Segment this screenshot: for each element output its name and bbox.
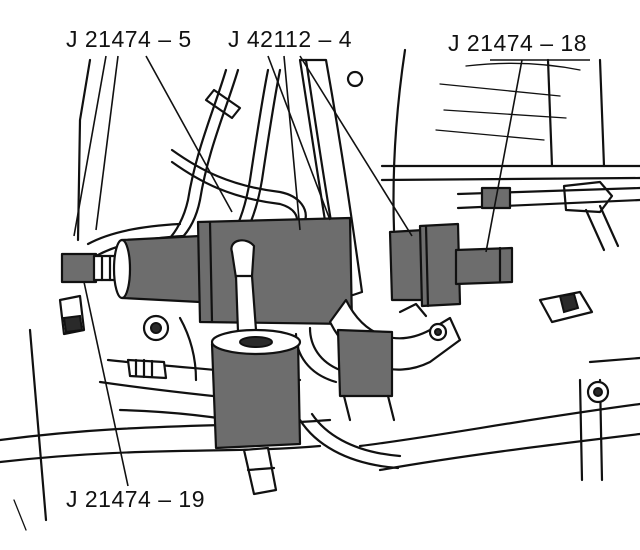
callout-j21474-5: J 21474 – 5 [66,26,192,52]
callout-j21474-18: J 21474 – 18 [448,30,588,56]
adapter-assembly [60,216,514,334]
left-hardware [58,294,198,382]
mounting-bracket [328,298,462,422]
callout-leaders [73,55,590,487]
fuel-filter [210,328,302,496]
linkage-rod [456,180,640,404]
callout-j21474-19: J 21474 – 19 [66,486,206,512]
callout-j42112-4: J 42112 – 4 [228,26,353,52]
